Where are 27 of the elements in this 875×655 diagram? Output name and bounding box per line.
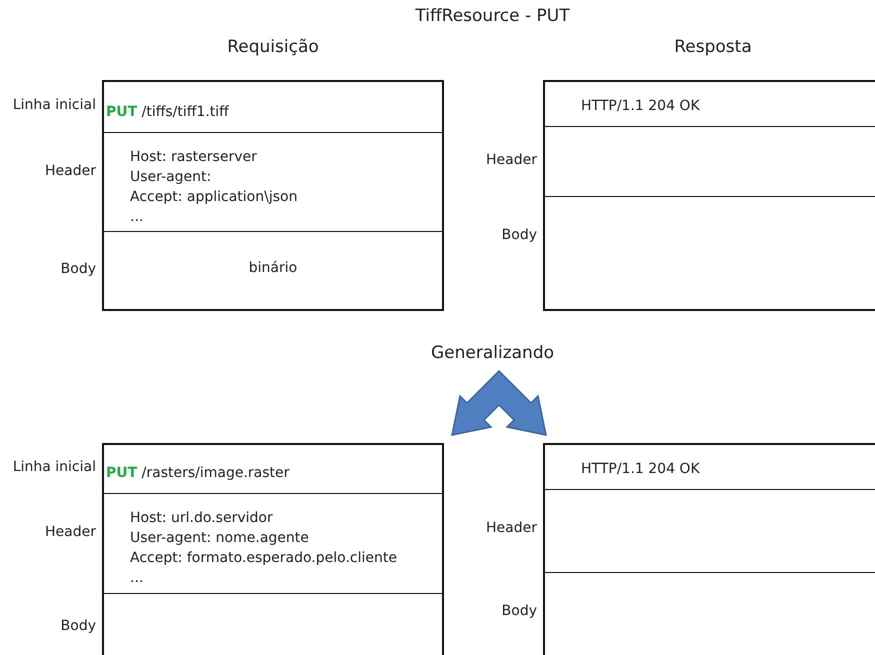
header-line: User-agent: nome.agente: [130, 530, 309, 546]
column-heading: Resposta: [674, 37, 752, 57]
section-label: Header: [45, 163, 96, 179]
section-label: Linha inicial: [12, 97, 96, 113]
section-label: Linha inicial: [12, 459, 96, 475]
message-text: binário: [248, 260, 298, 276]
section-label: Body: [60, 261, 96, 277]
message-text: HTTP/1.1 204 OK: [581, 461, 700, 477]
section-label: Header: [45, 524, 96, 540]
header-line: Accept: application\json: [130, 189, 298, 205]
header-line: User-agent:: [130, 169, 212, 185]
section-label: Body: [502, 603, 537, 619]
header-line: Accept: formato.esperado.pelo.cliente: [130, 550, 397, 566]
header-line: ...: [130, 570, 144, 586]
message-text: PUT /tiffs/tiff1.tiff: [106, 104, 229, 120]
section-label: Header: [486, 520, 537, 536]
section-label: Body: [60, 618, 96, 634]
column-heading: Requisição: [227, 37, 319, 57]
section-label: Body: [502, 227, 537, 243]
header-line: ...: [130, 209, 144, 225]
section-caption: Generalizando: [430, 343, 554, 363]
header-line: Host: rasterserver: [130, 149, 257, 165]
header-line: Host: url.do.servidor: [130, 510, 273, 526]
section-label: Header: [486, 152, 537, 168]
message-text: PUT /rasters/image.raster: [106, 465, 290, 481]
message-text: HTTP/1.1 204 OK: [581, 98, 700, 114]
diagram-title: TiffResource - PUT: [415, 6, 570, 26]
